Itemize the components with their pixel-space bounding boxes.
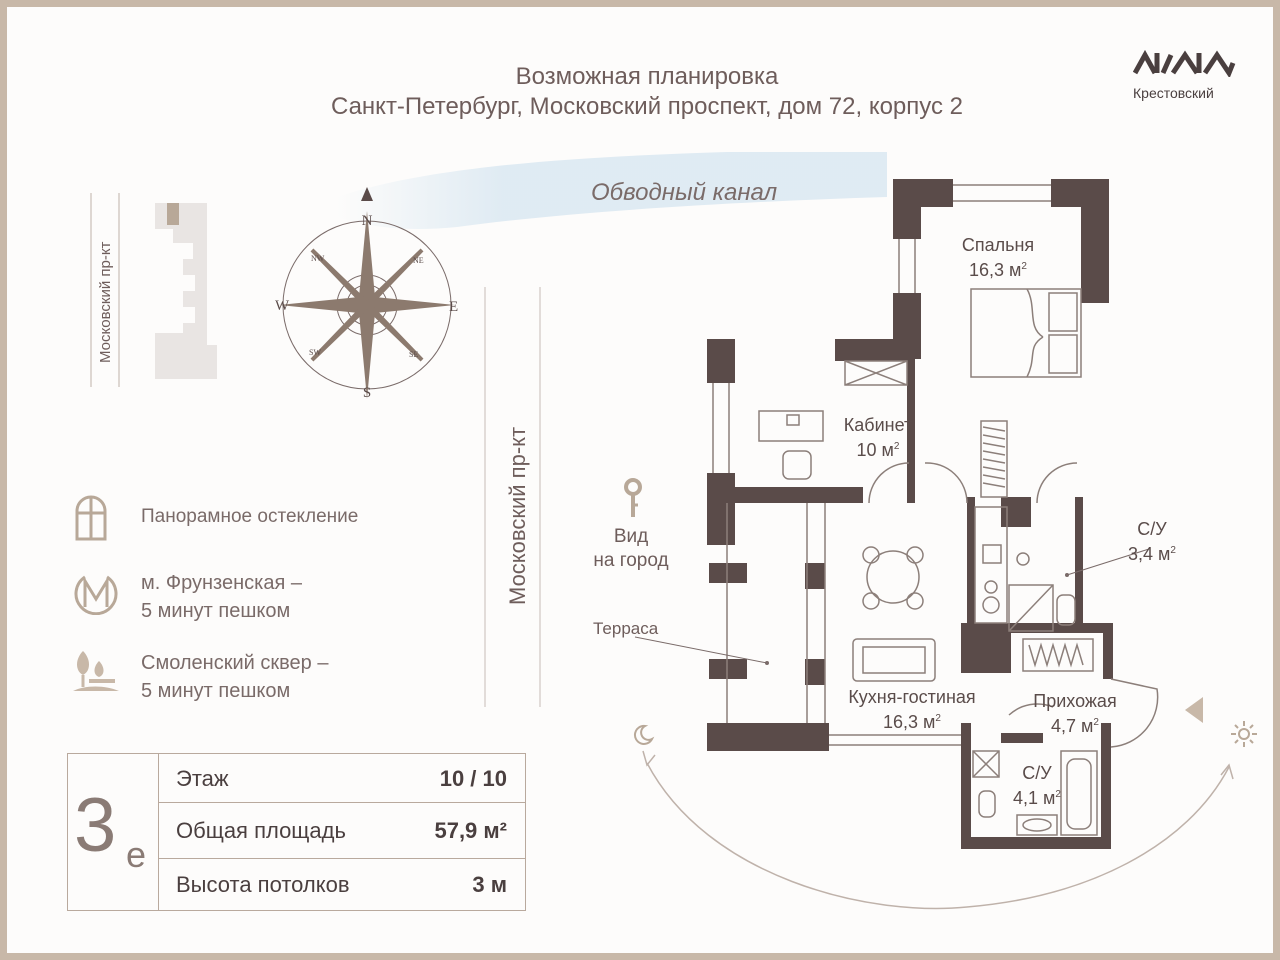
room-office: Кабинет 10 м2 <box>833 415 923 461</box>
info-floor-label: Этаж <box>176 766 229 791</box>
room-office-name: Кабинет <box>843 415 913 435</box>
info-area-value: 57,9 м² <box>434 818 507 843</box>
room-hall-area: 4,7 м2 <box>1051 716 1099 736</box>
page-address: Санкт-Петербург, Московский проспект, до… <box>330 93 964 120</box>
logo-text: Крестовский <box>1133 85 1214 101</box>
compass-se: SE <box>409 350 418 359</box>
room-bath1-name: С/У <box>1137 519 1167 539</box>
room-kitchen-area: 16,3 м2 <box>883 712 941 732</box>
park-icon <box>73 651 119 691</box>
compass-sw: SW <box>309 348 321 357</box>
brand-logo: Крестовский <box>1132 47 1243 101</box>
info-area-label: Общая площадь <box>176 818 346 843</box>
city-view-line2: на город <box>593 550 669 571</box>
feature-park: Смоленский сквер – 5 минут пешком <box>141 649 328 705</box>
room-kitchen-name: Кухня-гостиная <box>848 687 976 707</box>
info-row-floor: Этаж 10 / 10 <box>158 754 525 806</box>
feature-metro: м. Фрунзенская – 5 минут пешком <box>141 569 302 625</box>
info-divider <box>158 858 525 859</box>
background-map <box>90 152 1234 910</box>
apartment-code: 3 е <box>68 754 159 910</box>
metro-icon <box>74 575 118 615</box>
info-divider <box>158 802 525 803</box>
info-floor-value: 10 / 10 <box>439 766 507 791</box>
city-view-label: Вид на город <box>585 525 677 573</box>
feature-panoramic: Панорамное остекление <box>141 506 359 527</box>
room-bedroom: Спальня 16,3 м2 <box>943 235 1053 281</box>
info-ceiling-label: Высота потолков <box>176 872 350 897</box>
room-bath2-name: С/У <box>1022 763 1052 783</box>
city-view-line1: Вид <box>613 526 649 547</box>
floor-plan <box>634 179 1159 849</box>
info-ceiling-value: 3 м <box>472 872 507 897</box>
info-row-ceiling: Высота потолков 3 м <box>158 860 525 912</box>
key-icon <box>624 478 642 517</box>
logo-mark-icon <box>1132 49 1236 79</box>
compass-rose-icon: N S W E NW NE SW SE <box>275 187 458 401</box>
room-kitchen: Кухня-гостиная 16,3 м2 <box>837 687 987 733</box>
entrance-arrow-icon <box>1185 697 1203 723</box>
room-hall: Прихожая 4,7 м2 <box>1023 691 1127 737</box>
room-bath2-area: 4,1 м2 <box>1013 788 1061 808</box>
room-office-area: 10 м2 <box>856 440 900 460</box>
feature-park-line1: Смоленский сквер – <box>141 652 329 674</box>
apartment-info-table: 3 е Этаж 10 / 10 Общая площадь 57,9 м² В… <box>67 753 526 911</box>
room-bath2: С/У 4,1 м2 <box>1007 763 1067 809</box>
info-row-area: Общая площадь 57,9 м² <box>158 806 525 858</box>
apartment-code-number: 3 <box>74 783 117 868</box>
compass-s: S <box>363 385 371 401</box>
apartment-code-suffix: е <box>126 834 147 875</box>
mini-building-highlight <box>167 203 179 225</box>
room-bath1-area: 3,4 м2 <box>1128 544 1176 564</box>
room-bedroom-area: 16,3 м2 <box>969 260 1027 280</box>
feature-metro-line2: 5 минут пешком <box>141 600 291 622</box>
canal-shape <box>337 152 887 229</box>
arc-arrow-right <box>1220 763 1234 780</box>
compass-ne: NE <box>413 256 424 265</box>
page-title: Возможная планировка <box>515 63 779 90</box>
canal-label: Обводный канал <box>591 179 778 206</box>
feature-metro-line1: м. Фрунзенская – <box>141 572 302 594</box>
room-bedroom-name: Спальня <box>961 235 1035 255</box>
room-bath1: С/У 3,4 м2 <box>1117 519 1187 565</box>
compass-nw: NW <box>311 254 325 263</box>
arc-arrow-left <box>642 750 656 767</box>
compass-e: E <box>449 299 458 315</box>
mini-building <box>155 203 217 379</box>
compass-n: N <box>362 213 373 229</box>
room-hall-name: Прихожая <box>1033 691 1117 711</box>
sun-path-arc <box>646 762 1230 910</box>
moon-icon <box>633 724 655 745</box>
room-terrace: Терраса <box>593 619 659 638</box>
panoramic-window-icon <box>75 495 107 541</box>
sun-icon <box>1231 721 1257 747</box>
compass-w: W <box>275 298 290 314</box>
feature-park-line2: 5 минут пешком <box>141 680 291 702</box>
